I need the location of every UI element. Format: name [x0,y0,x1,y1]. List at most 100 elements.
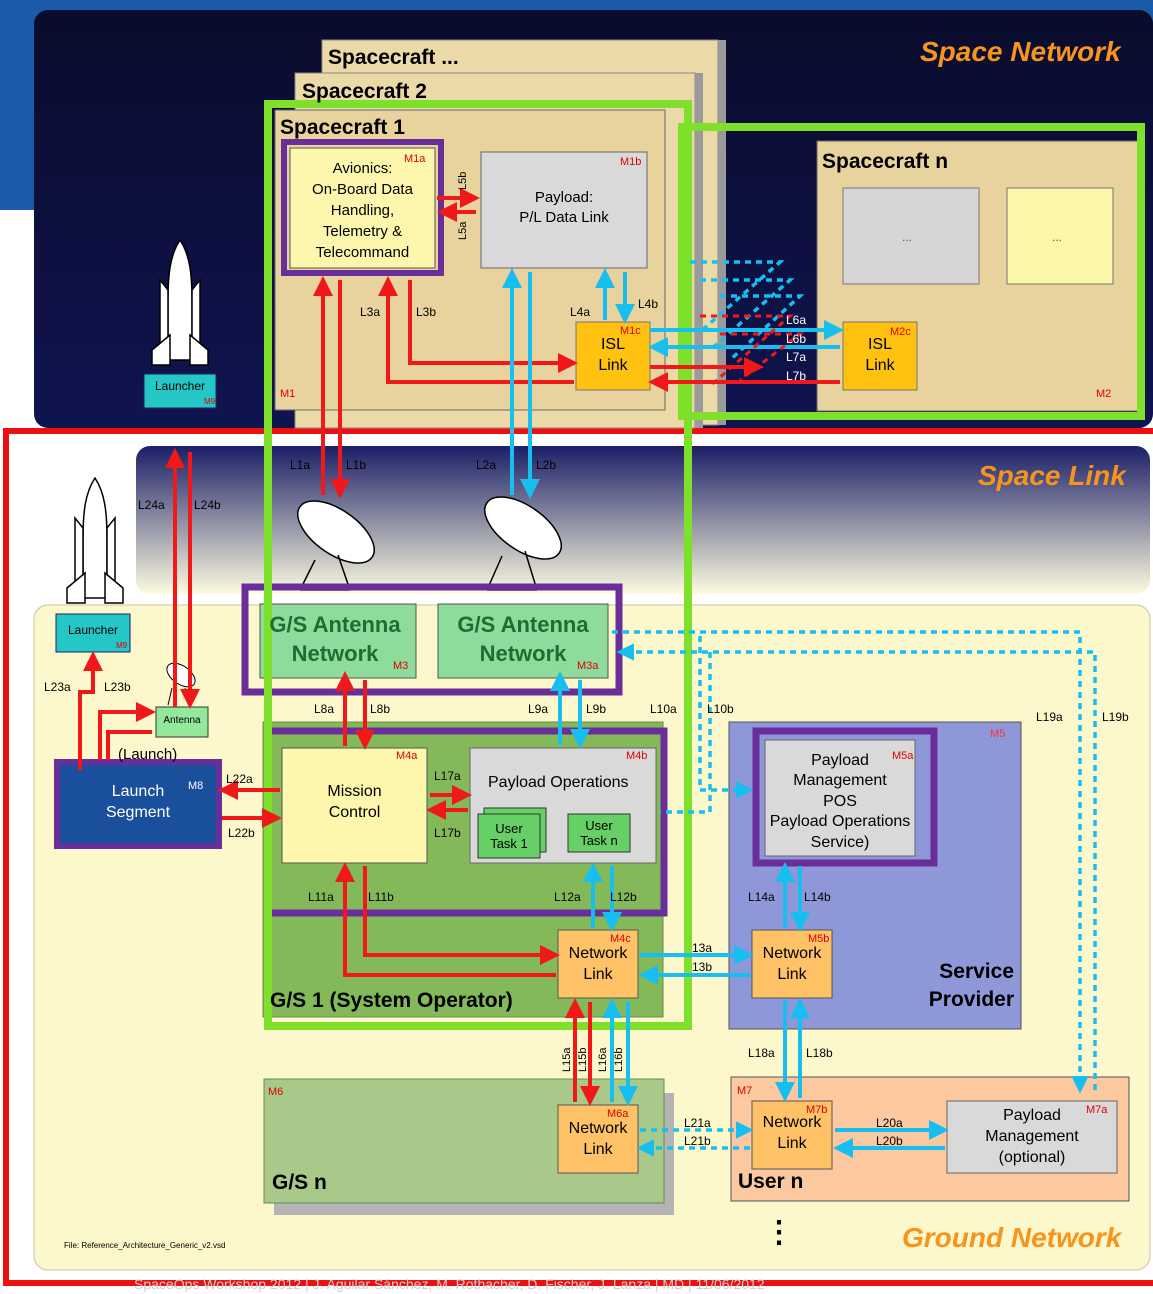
link-L6a: L6a [786,313,807,327]
tag-m5b: M5b [808,933,830,945]
link-L20a: L20a [876,1116,903,1130]
payload-module: Payload: P/L Data Link [519,189,609,226]
dashed-links [612,260,1097,1157]
link-L2b: L2b [536,458,557,472]
spacecraft-2-title: Spacecraft 2 [302,80,427,103]
link-L10a: L10a [650,702,677,716]
link-L13a: 13a [692,941,713,955]
link-L20b: L20b [876,1134,903,1148]
launch-note: (Launch) [118,746,178,763]
service-provider-title: Service Provider [928,960,1014,1011]
network-link-4c: Network Link [568,945,628,983]
link-L9b: L9b [586,702,607,716]
gsn-title: G/S n [272,1171,327,1194]
isl-link-1: ISL Link [598,336,628,374]
tag-m3: M3 [393,660,409,672]
payload-management-optional: Payload Management (optional) [985,1106,1079,1166]
tag-m6: M6 [268,1086,284,1098]
link-L17a: L17a [434,769,461,783]
space-network-title: Space Network [920,36,1121,67]
space-link-title: Space Link [978,460,1126,491]
link-L9a: L9a [528,702,549,716]
user-n-title: User n [738,1170,804,1193]
dashed-red-isl [700,314,805,388]
spacecraft-more-title: Spacecraft ... [328,46,459,69]
gs-antenna-network-2: G/S Antenna Network [457,612,589,666]
tag-m4c: M4c [610,933,631,945]
link-L5b: L5b [457,171,469,190]
payload-operations-title: Payload Operations [488,774,629,791]
gs-antenna-purple-frame [241,583,623,696]
tag-m6a: M6a [607,1108,629,1120]
link-L16a: L16a [597,1047,609,1072]
spacecraft-n-green-frame [678,123,1145,420]
link-L3b: L3b [416,305,437,319]
link-L14a: L14a [748,890,775,904]
link-L5a: L5a [457,221,469,240]
tag-m4b: M4b [626,750,648,762]
tag-m5: M5 [990,728,1006,740]
spacecraft-n-title: Spacecraft n [822,150,949,173]
tag-m9-bottom: M9 [116,641,128,650]
link-L21b: L21b [684,1134,711,1148]
link-L8a: L8a [314,702,335,716]
spacecraft-1-title: Spacecraft 1 [280,116,405,139]
link-L18b: L18b [806,1046,833,1060]
user-task-1: User Task 1 [490,821,528,851]
tag-m3a: M3a [577,660,599,672]
link-L3a: L3a [360,305,381,319]
tag-m2c: M2c [890,326,911,338]
link-L2a: L2a [476,458,497,472]
link-L19b: L19b [1102,710,1129,724]
network-link-6a: Network Link [568,1120,628,1158]
link-L14b: L14b [804,890,831,904]
link-L6b: L6b [786,332,807,346]
network-link-5b: Network Link [762,945,822,983]
user-task-n: User Task n [580,818,618,848]
tag-m9-top: M9 [204,397,216,406]
tag-m5a: M5a [892,750,914,762]
tag-m1c: M1c [620,325,641,337]
tag-m1a: M1a [404,153,426,165]
spacecraft-1-green-frame [264,100,692,1030]
link-L11a: L11a [308,890,334,904]
file-note: File: Reference_Architecture_Generic_v2.… [64,1241,226,1250]
launcher-box-top: Launcher [154,379,206,393]
link-L1b: L1b [346,458,367,472]
gs-antenna-network-1: G/S Antenna Network [269,612,401,666]
link-L11b: L11b [368,890,394,904]
link-L16b: L16b [613,1047,625,1072]
payload-operations-service: Payload Management POS Payload Operation… [769,751,911,851]
tag-m1b: M1b [620,156,642,168]
avionics-module: Avionics: On-Board Data Handling, Teleme… [312,159,413,261]
link-L22a: L22a [226,772,253,786]
mission-control: Mission Control [327,783,382,821]
link-L21a: L21a [684,1116,711,1130]
launcher-shuttle-bottom [66,476,124,604]
ground-network-title: Ground Network [902,1222,1122,1253]
link-L24b: L24b [194,498,221,512]
tag-m1: M1 [280,388,296,400]
launch-segment: Launch Segment [105,783,171,821]
tag-m7b: M7b [806,1104,828,1116]
link-L4a: L4a [570,305,591,319]
launcher-shuttle-top [151,238,209,366]
tag-m8: M8 [188,780,204,792]
link-L13b: 13b [692,960,713,974]
link-L7b: L7b [786,369,807,383]
spacecraft-n-placeholder-b: ... [1052,230,1063,244]
blue-links [502,268,949,1158]
link-L24a: L24a [138,498,165,512]
link-L12a: L12a [554,890,581,904]
tag-m7a: M7a [1086,1104,1108,1116]
tag-m4a: M4a [396,750,418,762]
link-L15b: L15b [577,1047,589,1072]
tag-m7: M7 [737,1085,753,1097]
link-L19a: L19a [1036,710,1063,724]
link-L1a: L1a [290,458,311,472]
network-link-7b: Network Link [762,1114,822,1152]
launcher-box-bottom: Launcher [67,623,119,637]
link-L8b: L8b [370,702,391,716]
link-L10b: L10b [707,702,734,716]
